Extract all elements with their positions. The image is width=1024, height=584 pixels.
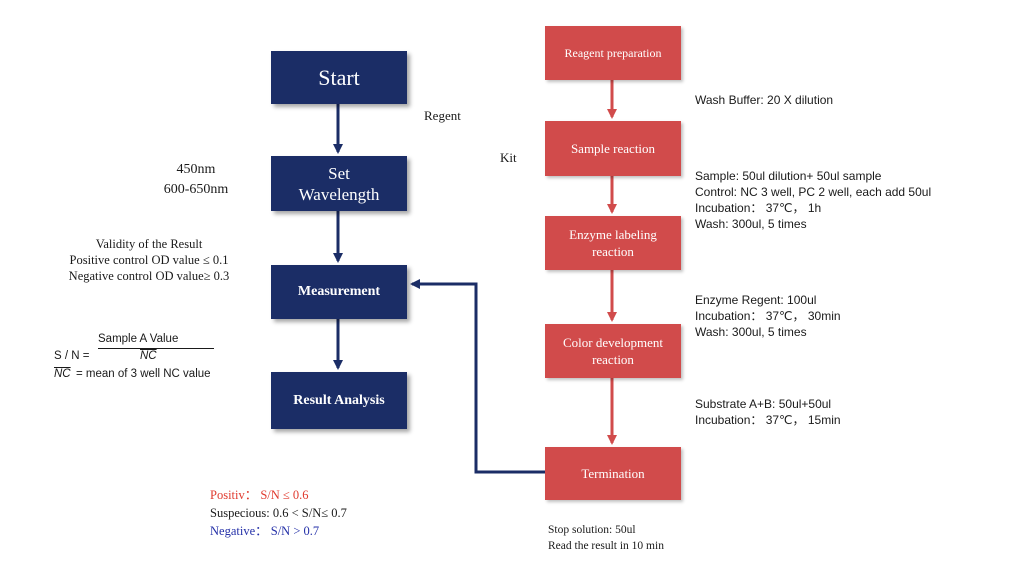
wash-buffer-note: Wash Buffer: 20 X dilution	[695, 93, 834, 107]
sample-note-line: Sample: 50ul dilution+ 50ul sample	[695, 169, 882, 183]
enzyme-notes: Enzyme Regent: 100ul Incubation： 37℃， 30…	[695, 292, 841, 340]
color-development-box: Color development reaction	[545, 324, 681, 378]
criteria-positive: Positiv： S/N ≤ 0.6	[210, 488, 309, 502]
substrate-notes: Substrate A+B: 50ul+50ul Incubation： 37℃…	[695, 396, 841, 428]
sn-numerator: Sample A Value	[98, 333, 179, 345]
enzyme-note-line: Enzyme Regent: 100ul	[695, 293, 817, 307]
termination-label: Termination	[581, 466, 645, 481]
start-box: Start	[271, 51, 407, 104]
validity-negative: Negative control OD value≥ 0.3	[68, 269, 230, 283]
sn-lhs: S / N =	[54, 350, 90, 362]
result-analysis-label: Result Analysis	[293, 392, 385, 408]
kit-label: Kit	[500, 150, 517, 165]
color-development-line2: reaction	[592, 352, 634, 367]
sn-denominator: NC	[140, 350, 157, 362]
validity-title: Validity of the Result	[95, 237, 203, 251]
reagent-preparation-box: Reagent preparation	[545, 26, 681, 80]
wavelength-450: 450nm	[176, 162, 216, 177]
enzyme-labeling-line2: reaction	[592, 244, 634, 259]
stop-note-line: Stop solution: 50ul	[548, 524, 636, 536]
enzyme-note-line: Incubation： 37℃， 30min	[695, 309, 841, 323]
sample-notes: Sample: 50ul dilution+ 50ul sample Contr…	[695, 168, 931, 232]
criteria-suspicious: Suspecious: 0.6 < S/N≤ 0.7	[210, 506, 347, 520]
regent-label: Regent	[424, 108, 461, 123]
wavelength-600-650: 600-650nm	[163, 182, 229, 197]
substrate-note-line: Incubation： 37℃， 15min	[695, 413, 841, 427]
termination-box: Termination	[545, 447, 681, 500]
sample-note-line: Incubation： 37℃， 1h	[695, 201, 822, 215]
enzyme-labeling-line1: Enzyme labeling	[569, 227, 657, 242]
measurement-box: Measurement	[271, 265, 407, 319]
stop-notes: Stop solution: 50ul Read the result in 1…	[548, 522, 664, 554]
nc-definition: = mean of 3 well NC value	[76, 368, 211, 380]
enzyme-labeling-box: Enzyme labeling reaction	[545, 216, 681, 270]
nc-symbol: NC	[54, 368, 71, 380]
color-development-line1: Color development	[562, 335, 663, 350]
enzyme-note-line: Wash: 300ul, 5 times	[695, 325, 807, 339]
wavelength-note: 450nm 600-650nm	[150, 160, 242, 200]
sn-fraction-bar	[98, 348, 214, 349]
reagent-preparation-label: Reagent preparation	[564, 45, 662, 60]
criteria-negative: Negative： S/N > 0.7	[210, 524, 320, 538]
validity-positive: Positive control OD value ≤ 0.1	[69, 253, 229, 267]
result-analysis-box: Result Analysis	[271, 372, 407, 429]
set-wavelength-line1: Set	[328, 163, 350, 183]
stop-note-line: Read the result in 10 min	[548, 540, 664, 552]
sample-note-line: Control: NC 3 well, PC 2 well, each add …	[695, 185, 932, 199]
sample-reaction-label: Sample reaction	[570, 141, 656, 156]
validity-block: Validity of the Result Positive control …	[44, 236, 254, 284]
substrate-note-line: Substrate A+B: 50ul+50ul	[695, 397, 832, 411]
sn-formula: Sample A Value S / N = NC NC = mean of 3…	[54, 333, 224, 383]
start-label: Start	[318, 64, 360, 90]
sample-reaction-box: Sample reaction	[545, 121, 681, 176]
set-wavelength-box: Set Wavelength	[271, 156, 407, 211]
set-wavelength-line2: Wavelength	[298, 184, 380, 204]
measurement-label: Measurement	[297, 284, 381, 299]
sample-note-line: Wash: 300ul, 5 times	[695, 217, 807, 231]
result-criteria: Positiv： S/N ≤ 0.6 Suspecious: 0.6 < S/N…	[210, 486, 347, 540]
arrow-termination-to-measurement	[410, 279, 545, 474]
